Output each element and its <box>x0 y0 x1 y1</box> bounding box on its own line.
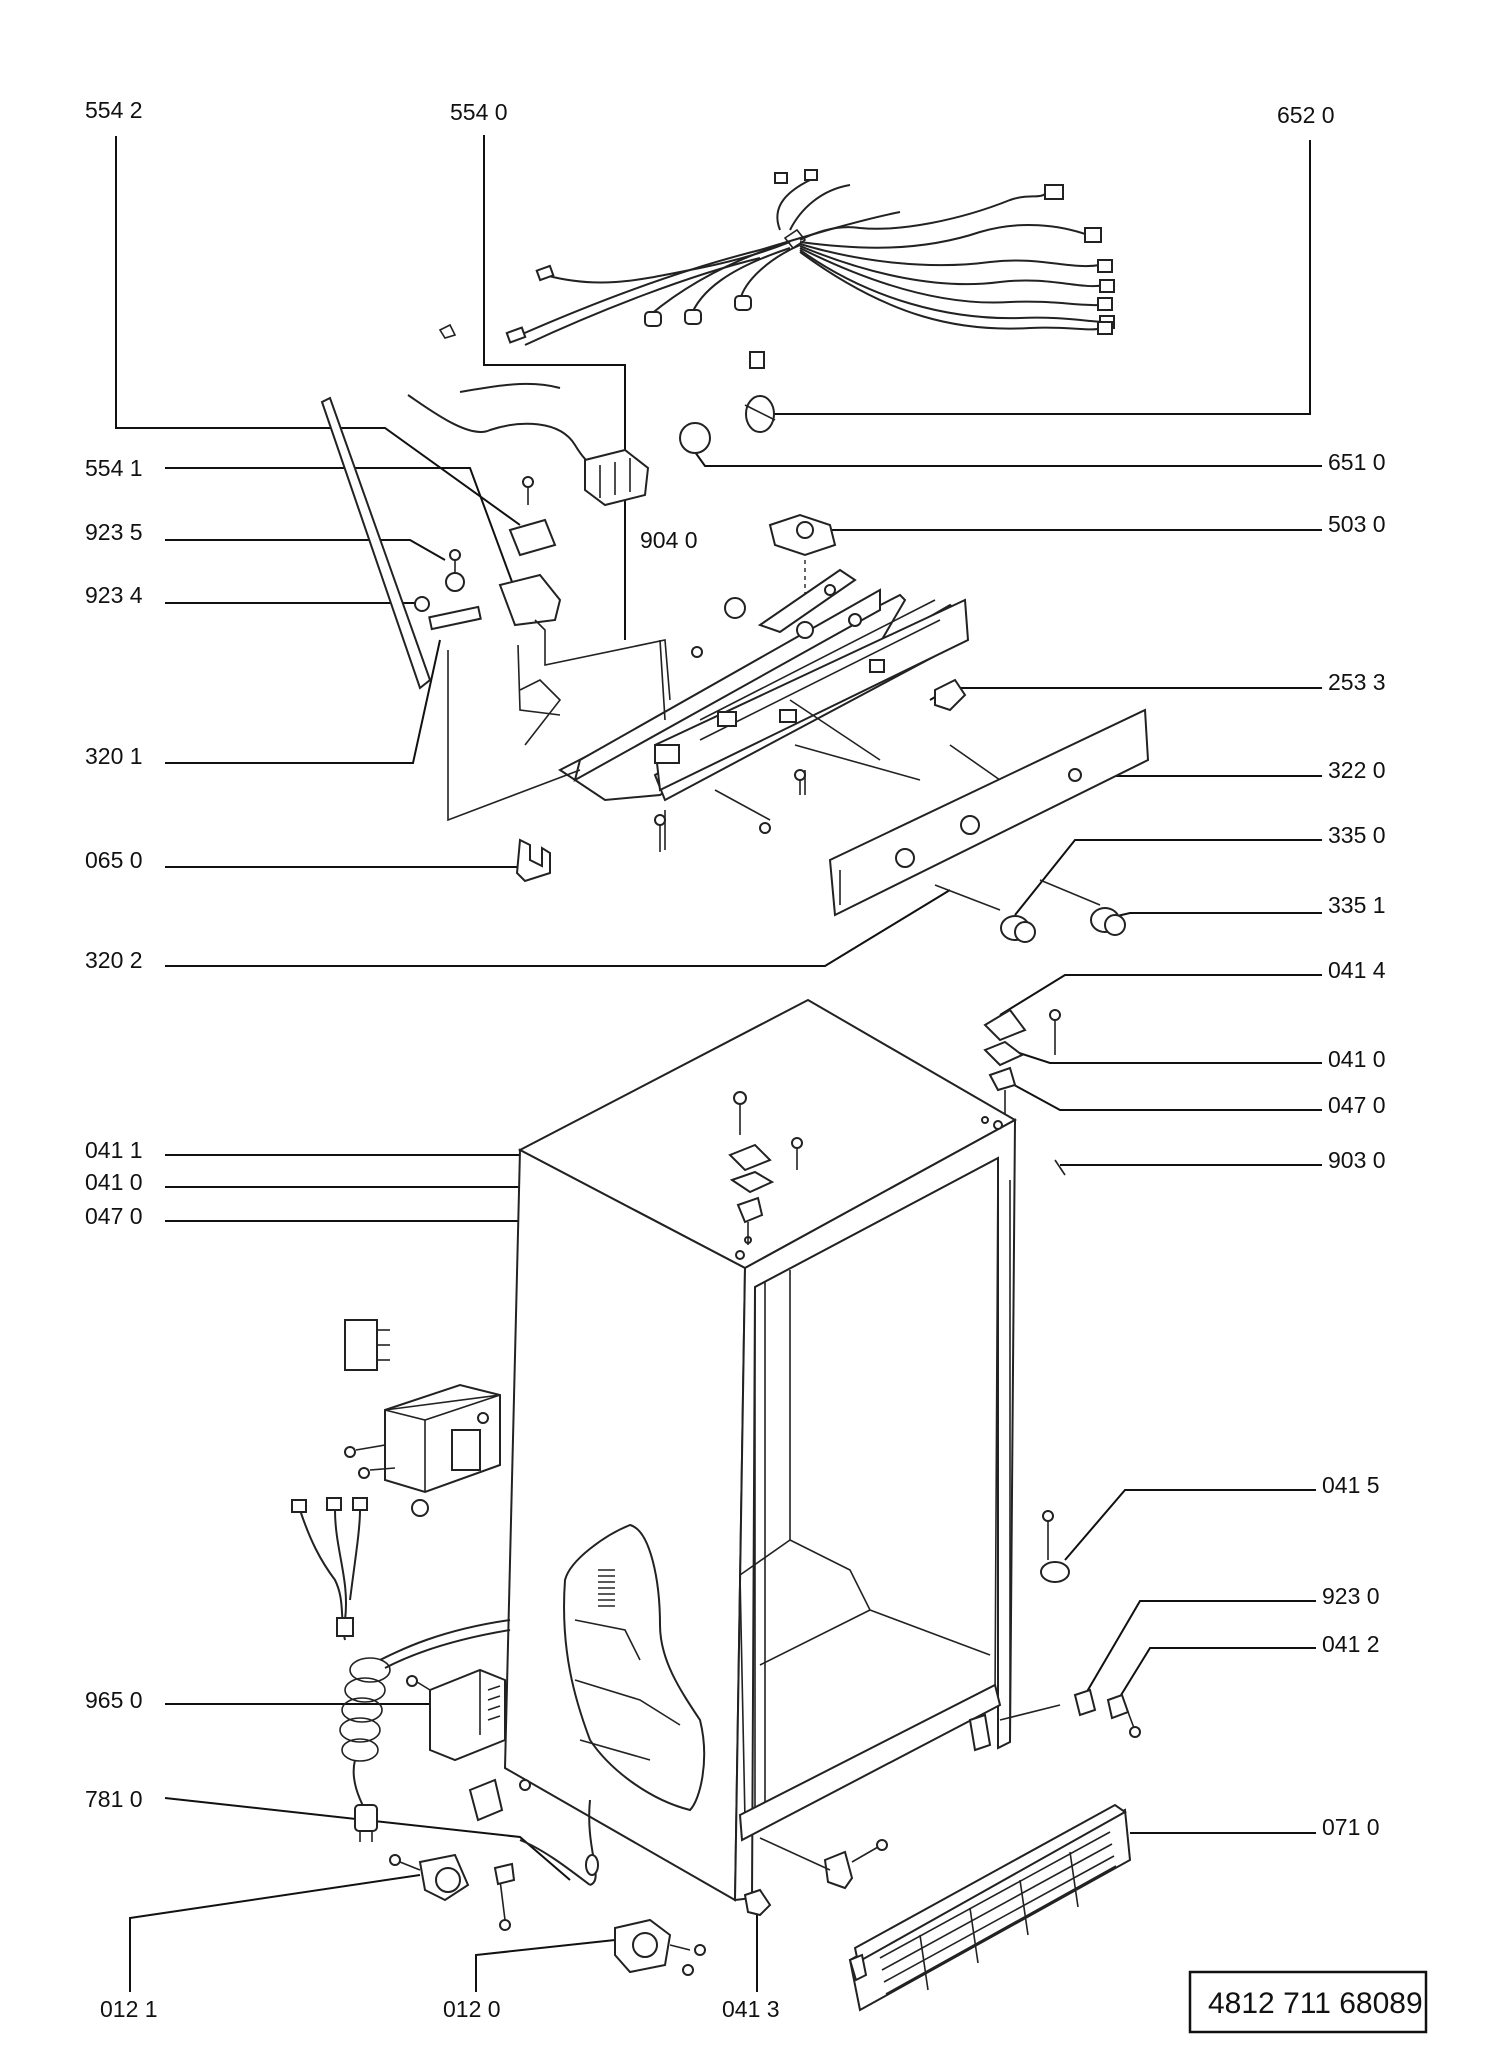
leader-335-1 <box>1099 912 1322 921</box>
power-cord <box>339 1619 511 1842</box>
side-cutaway <box>563 1523 706 1812</box>
leader-320-2 <box>165 889 951 967</box>
leader-320-1 <box>165 639 441 764</box>
thermostat <box>768 513 837 610</box>
leader-554-1 <box>165 467 516 591</box>
shield-plate <box>320 396 432 690</box>
hinge-mid-right <box>1040 1510 1070 1583</box>
screws-top <box>414 476 534 631</box>
callout-554-2: 554 2 <box>85 97 143 123</box>
callout-071-0: 071 0 <box>1322 1814 1380 1840</box>
callout-554-0: 554 0 <box>450 99 508 125</box>
callout-041-1: 041 1 <box>85 1137 143 1163</box>
callout-012-1: 012 1 <box>100 1996 158 2022</box>
control-assembly <box>320 351 1150 943</box>
foot-bracket-left <box>468 1778 531 1822</box>
callout-041-0-right: 041 0 <box>1328 1046 1386 1072</box>
knob-lamp <box>1000 915 1036 943</box>
thermostat-bracket <box>508 518 557 557</box>
control-housing <box>519 568 970 802</box>
kick-plate-grille <box>848 1803 1132 2012</box>
clip <box>934 678 967 712</box>
document-number-box: 4812 711 68089 <box>1188 1970 1428 2034</box>
leader-041-4 <box>999 974 1322 1016</box>
foot-front-right <box>614 1918 706 1976</box>
cabinet-side <box>503 1148 747 1902</box>
thermostat-knob-mount <box>498 573 562 627</box>
callout-651-0: 651 0 <box>1328 449 1386 475</box>
door-stop-bracket <box>743 1888 772 1917</box>
overload-protector <box>344 1383 501 1517</box>
leader-012-1 <box>129 1874 421 1992</box>
callout-041-5: 041 5 <box>1322 1472 1380 1498</box>
leader-012-0 <box>475 1939 616 1992</box>
document-number-frame <box>1188 1970 1428 2034</box>
wiring-loom <box>291 1497 368 1641</box>
electrical-components <box>291 1319 531 1842</box>
callout-041-4: 041 4 <box>1328 957 1386 983</box>
screws-housing <box>654 646 806 852</box>
callout-320-1: 320 1 <box>85 743 143 769</box>
leader-923-0 <box>1084 1600 1316 1696</box>
callout-965-0: 965 0 <box>85 1687 143 1713</box>
callout-923-5: 923 5 <box>85 519 143 545</box>
leader-781-0 <box>164 1797 571 1881</box>
bottom-rail <box>738 1683 1002 1842</box>
refrigerator-cabinet <box>503 998 1018 1902</box>
document-number: 4812 711 68089 <box>1208 1987 1423 2020</box>
foot-front-left <box>389 1853 470 1902</box>
start-relay <box>344 1319 390 1371</box>
callout-047-0-left: 047 0 <box>85 1203 143 1229</box>
callout-335-1: 335 1 <box>1328 892 1386 918</box>
callout-047-0-right: 047 0 <box>1328 1092 1386 1118</box>
callout-903-0: 903 0 <box>1328 1147 1386 1173</box>
bottom-components <box>389 1510 1141 2012</box>
leader-652-0 <box>760 140 1311 415</box>
callout-labels: 554 2 554 0 652 0 554 1 923 5 923 4 904 … <box>85 97 1386 2022</box>
leader-335-0 <box>1014 839 1322 916</box>
drain-tube <box>493 1799 599 1931</box>
lamp-socket <box>679 351 776 454</box>
callout-335-0: 335 0 <box>1328 822 1386 848</box>
callout-012-0: 012 0 <box>443 1996 501 2022</box>
leader-554-2 <box>115 136 521 526</box>
leader-041-5 <box>1064 1489 1316 1561</box>
hinge-top-left <box>728 1091 803 1245</box>
hinge-top-right <box>983 1008 1066 1176</box>
callout-923-4: 923 4 <box>85 582 143 608</box>
door-spring <box>598 1569 615 1607</box>
thermostat-switch <box>584 448 650 507</box>
callout-320-2: 320 2 <box>85 947 143 973</box>
leader-554-0 <box>483 135 626 640</box>
bottom-hinge-bracket <box>759 1837 888 1890</box>
capillary-tube <box>407 394 611 469</box>
callout-041-2: 041 2 <box>1322 1631 1380 1657</box>
leader-253-3 <box>929 687 1322 701</box>
callout-904-0: 904 0 <box>640 527 698 553</box>
leader-041-0-right <box>1009 1049 1322 1064</box>
leader-651-0 <box>689 444 1322 467</box>
callout-065-0: 065 0 <box>85 847 143 873</box>
callout-923-0: 923 0 <box>1322 1583 1380 1609</box>
callout-322-0: 322 0 <box>1328 757 1386 783</box>
leader-923-5 <box>165 539 446 561</box>
callout-652-0: 652 0 <box>1277 102 1335 128</box>
callout-781-0: 781 0 <box>85 1786 143 1812</box>
knob-thermostat <box>1090 907 1126 936</box>
terminal-box <box>406 1668 506 1762</box>
front-panel <box>828 708 1150 917</box>
assembly-guide-lines <box>447 619 1101 911</box>
callout-503-0: 503 0 <box>1328 511 1386 537</box>
callout-554-1: 554 1 <box>85 455 143 481</box>
callout-041-0-left: 041 0 <box>85 1169 143 1195</box>
callout-253-3: 253 3 <box>1328 669 1386 695</box>
callout-041-3: 041 3 <box>722 1996 780 2022</box>
leader-047-0-right <box>1004 1079 1322 1111</box>
fastener <box>515 838 551 883</box>
grommet <box>724 597 746 619</box>
wiring-harness <box>438 169 1115 346</box>
bottom-hinge-right <box>968 1688 1141 1752</box>
leader-041-2 <box>1117 1647 1316 1701</box>
